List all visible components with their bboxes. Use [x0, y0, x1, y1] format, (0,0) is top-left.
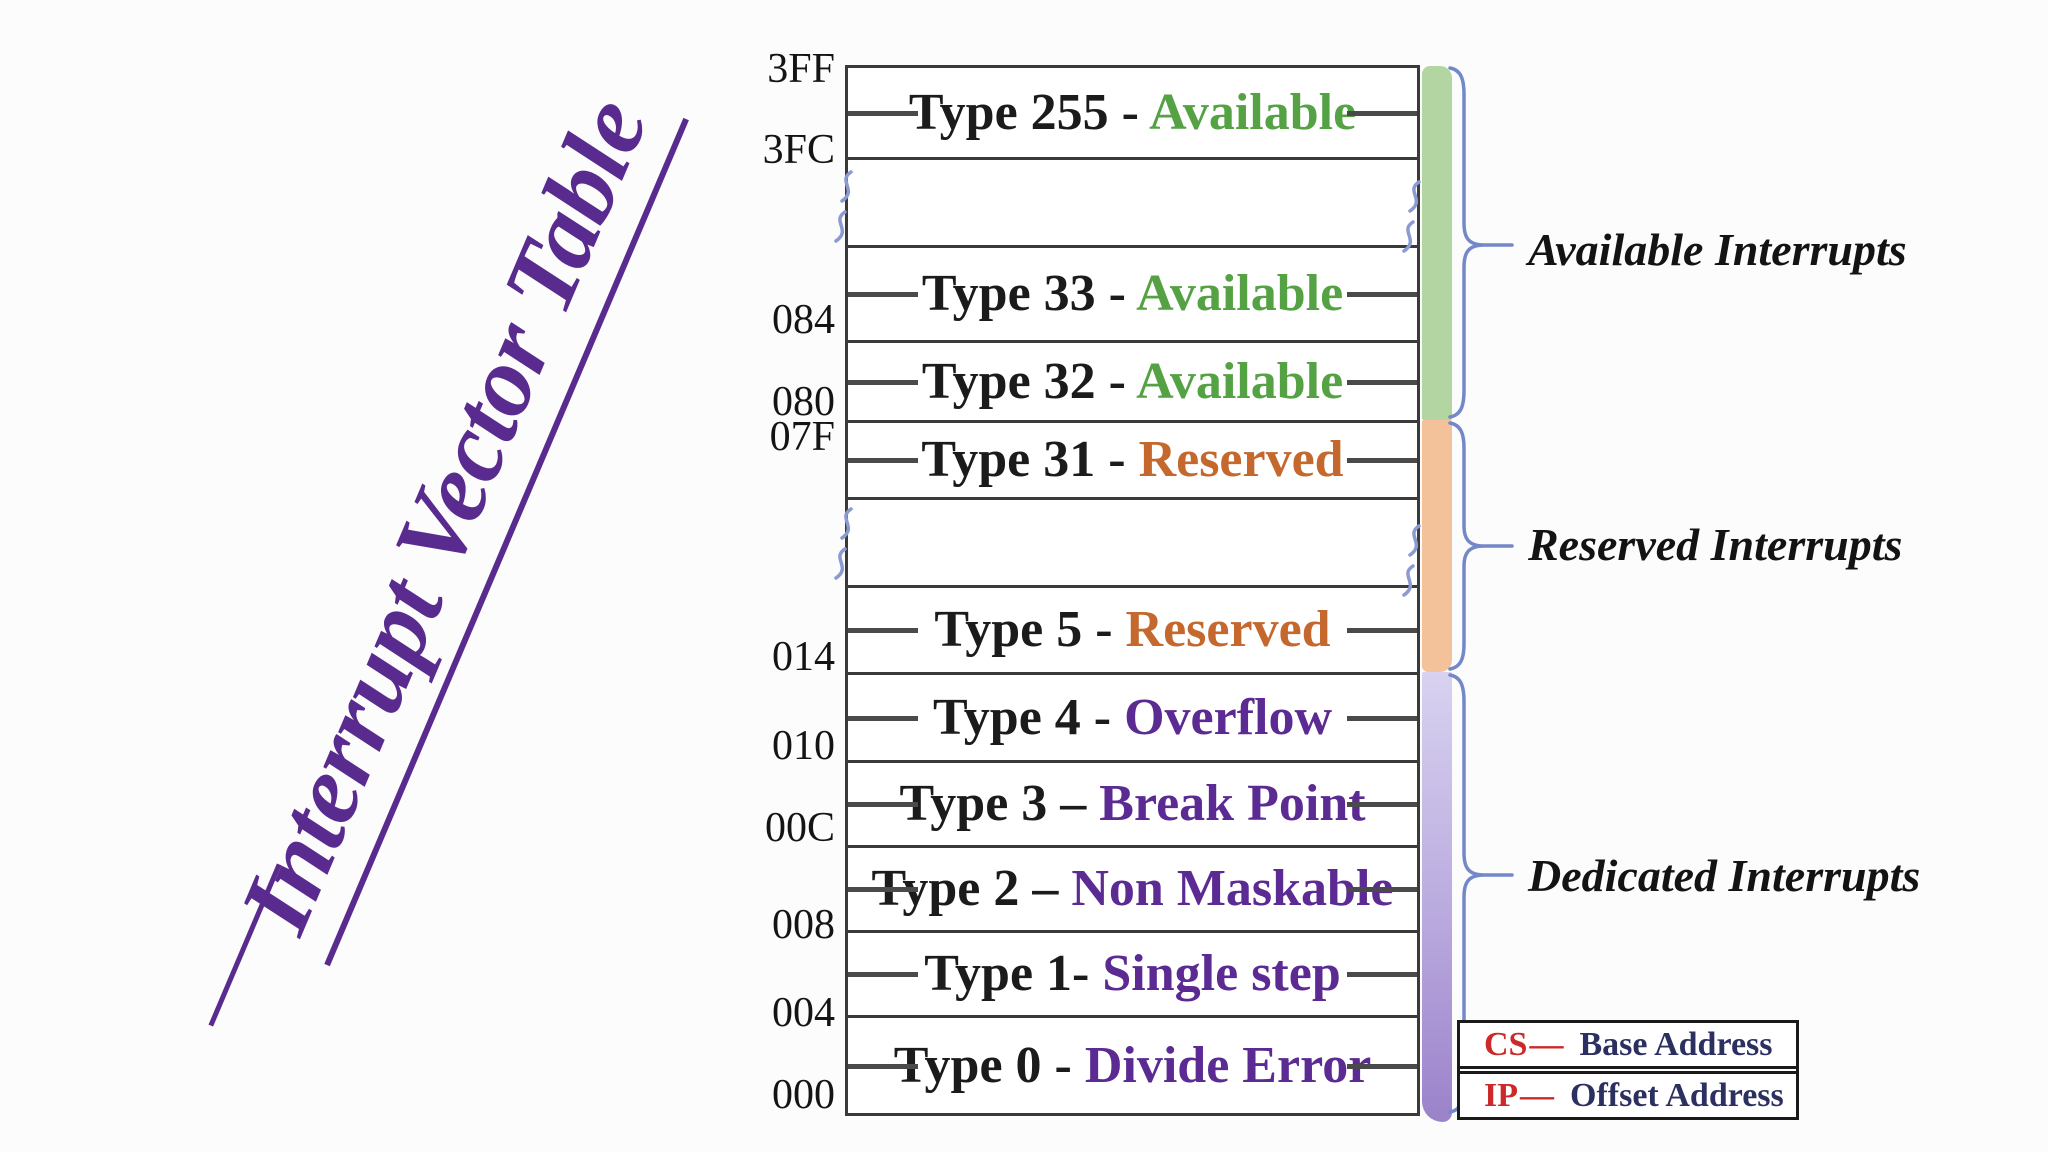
- row-type-label: Type 1-: [924, 945, 1103, 1002]
- legend-row-ip: IP— Offset Address: [1460, 1074, 1796, 1117]
- row-tick-left: [848, 715, 918, 721]
- address-label-010: 010: [772, 723, 835, 769]
- row-type-label: Type 3 –: [899, 775, 1100, 832]
- page-title-text: Interrupt Vector Table: [211, 69, 689, 967]
- row-text: Type 0 - Divide Error: [820, 1036, 1446, 1094]
- available-brace-icon: [1448, 66, 1514, 419]
- table-row-type-255: Type 255 - Available: [848, 68, 1417, 160]
- table-row-type-0: Type 0 - Divide Error: [848, 1018, 1417, 1113]
- row-status: Available: [1136, 352, 1344, 410]
- table-row-type-31: Type 31 - Reserved: [848, 423, 1417, 500]
- row-tick-left: [848, 458, 918, 463]
- row-tick-right: [1347, 802, 1417, 807]
- row-text: Type 32 - Available: [848, 352, 1417, 410]
- address-label-07f: 07F: [769, 414, 835, 460]
- break-squiggle-icon: [834, 507, 853, 580]
- table-row-type-3: Type 3 – Break Point: [848, 763, 1417, 848]
- address-label-3ff: 3FF: [767, 46, 835, 92]
- row-status: Reserved: [1138, 431, 1344, 488]
- row-status: Single step: [1102, 945, 1341, 1002]
- row-tick-right: [1347, 110, 1417, 116]
- break-squiggle-icon: [834, 170, 853, 243]
- row-status: Divide Error: [1084, 1036, 1372, 1094]
- row-status: Available: [1149, 83, 1357, 141]
- address-label-3fc: 3FC: [762, 127, 835, 173]
- row-text: Type 4 - Overflow: [859, 688, 1406, 746]
- table-row-break-lower: [848, 500, 1417, 588]
- legend-key-cs: CS: [1484, 1025, 1528, 1063]
- row-type-label: Type 5 -: [934, 601, 1126, 658]
- row-type-label: Type 31 -: [921, 431, 1139, 488]
- row-type-label: Type 4 -: [932, 688, 1125, 746]
- row-text: Type 3 – Break Point: [825, 778, 1439, 830]
- address-label-00c: 00C: [764, 805, 835, 851]
- row-tick-right: [1347, 1063, 1417, 1069]
- row-text: Type 33 - Available: [848, 268, 1417, 320]
- row-type-label: Type 0 -: [893, 1036, 1085, 1094]
- row-text: Type 255 - Available: [835, 83, 1430, 141]
- group-label-reserved: Reserved Interrupts: [1528, 519, 1903, 570]
- row-tick-right: [1347, 379, 1417, 385]
- row-tick-left: [848, 1063, 918, 1069]
- group-label-dedicated: Dedicated Interrupts: [1528, 850, 1921, 901]
- group-label-available: Available Interrupts: [1528, 224, 1907, 275]
- row-tick-right: [1347, 292, 1417, 297]
- legend-dash: —: [1520, 1076, 1554, 1114]
- table-row-type-32: Type 32 - Available: [848, 343, 1417, 423]
- address-label-084: 084: [772, 297, 835, 343]
- row-tick-right: [1347, 715, 1417, 721]
- table-row-break-upper: [848, 160, 1417, 248]
- table-row-type-5: Type 5 - Reserved: [848, 588, 1417, 675]
- row-tick-left: [848, 887, 918, 892]
- table-row-type-33: Type 33 - Available: [848, 248, 1417, 343]
- row-tick-right: [1347, 458, 1417, 463]
- row-tick-left: [848, 379, 918, 385]
- reserved-band: [1422, 420, 1452, 672]
- row-tick-left: [848, 110, 918, 116]
- available-band: [1422, 66, 1452, 420]
- row-status: Non Maskable: [1071, 860, 1394, 917]
- row-tick-left: [848, 972, 918, 977]
- address-label-014: 014: [772, 634, 835, 680]
- legend-label-base-address: Base Address: [1579, 1025, 1773, 1063]
- row-tick-right: [1347, 628, 1417, 633]
- row-status: Reserved: [1125, 601, 1331, 658]
- row-tick-left: [848, 628, 918, 633]
- row-status: Overflow: [1124, 688, 1333, 746]
- table-row-type-2: Type 2 – Non Maskable: [848, 848, 1417, 933]
- row-type-label: Type 33 -: [921, 265, 1137, 322]
- legend-key-ip: IP: [1484, 1076, 1518, 1114]
- row-text: Type 1- Single step: [850, 948, 1415, 1000]
- row-tick-right: [1347, 887, 1417, 892]
- address-label-004: 004: [772, 990, 835, 1036]
- row-status: Available: [1136, 265, 1344, 322]
- address-label-080: 080: [772, 379, 835, 425]
- legend-row-cs: CS— Base Address: [1460, 1023, 1796, 1066]
- row-type-label: Type 32 -: [921, 352, 1137, 410]
- legend-dash: —: [1529, 1025, 1564, 1063]
- table-row-type-1: Type 1- Single step: [848, 933, 1417, 1018]
- table-row-type-4: Type 4 - Overflow: [848, 675, 1417, 763]
- row-text: Type 5 - Reserved: [860, 604, 1404, 656]
- row-type-label: Type 255 -: [908, 83, 1150, 141]
- legend-label-offset-address: Offset Address: [1570, 1076, 1784, 1114]
- row-text: Type 2 – Non Maskable: [798, 863, 1468, 915]
- row-tick-left: [848, 292, 918, 297]
- vector-table: Type 255 - Available Type 33 - Available…: [845, 65, 1420, 1116]
- row-status: Break Point: [1099, 775, 1366, 832]
- address-label-008: 008: [772, 902, 835, 948]
- address-label-000: 000: [772, 1072, 835, 1118]
- break-squiggle-icon: [1402, 180, 1421, 253]
- legend-divider: [1460, 1066, 1796, 1074]
- reserved-brace-icon: [1448, 421, 1514, 671]
- row-tick-left: [848, 802, 918, 807]
- cs-ip-legend: CS—Base Address IP—Offset Address: [1457, 1020, 1799, 1120]
- row-text: Type 31 - Reserved: [847, 434, 1417, 486]
- dedicated-band: [1422, 672, 1452, 1122]
- break-squiggle-icon: [1402, 524, 1421, 597]
- row-tick-right: [1347, 972, 1417, 977]
